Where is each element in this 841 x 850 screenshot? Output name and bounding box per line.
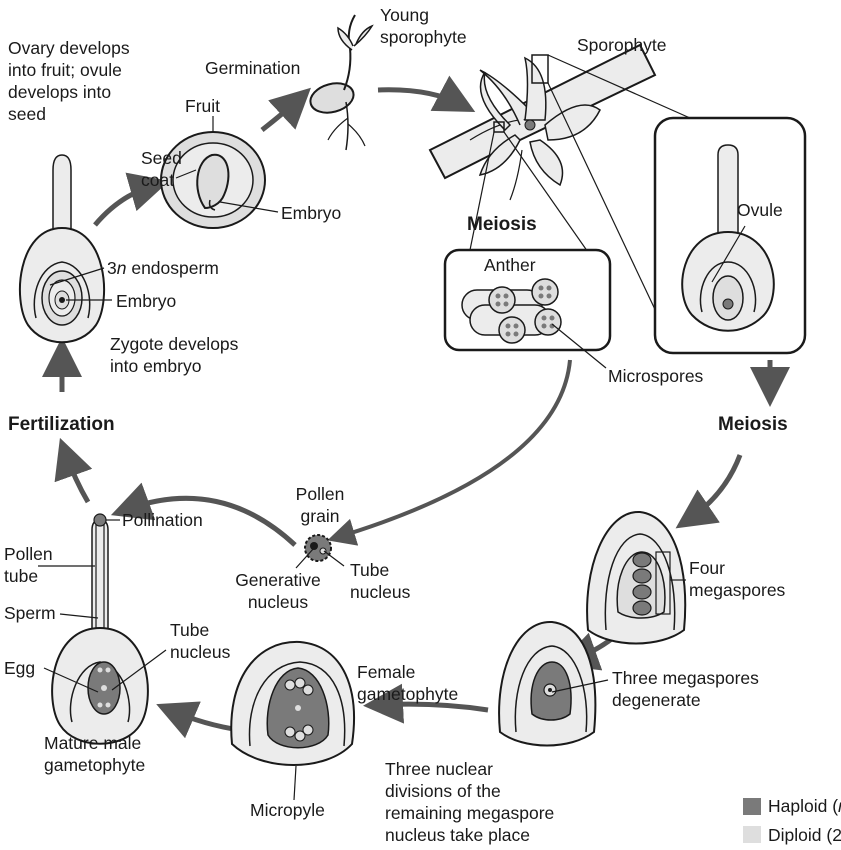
cycle-arrow-seed-to-germination — [262, 98, 300, 130]
legend-diploid-label: Diploid (2n) — [768, 825, 841, 845]
label-pollen-tube-line2: tube — [4, 566, 38, 586]
label-seed-line: Seed — [141, 148, 182, 168]
label-divisions-line4: nucleus take place — [385, 825, 530, 845]
label-sporophyte: Sporophyte — [577, 35, 667, 55]
label-mature-line1: Mature male — [44, 733, 141, 753]
label-tube2-line1: Tube — [170, 620, 209, 640]
label-tube-nucleus-line1: Tube — [350, 560, 389, 580]
leader-micropyle — [294, 766, 296, 800]
legend-diploid-swatch — [743, 826, 761, 843]
degenerate-megaspores-illustration — [499, 622, 595, 746]
female-gametophyte-illustration — [231, 642, 354, 765]
label-microspores: Microspores — [608, 366, 703, 386]
label-meiosis-top: Meiosis — [467, 215, 537, 235]
label-divisions-line1: Three nuclear — [385, 759, 493, 779]
label-pollen-line1: Pollen — [285, 484, 355, 504]
label-fertilization: Fertilization — [8, 415, 115, 435]
cycle-arrow-to-four-megaspores — [688, 455, 740, 520]
label-egg: Egg — [4, 658, 35, 678]
label-divisions-line2: divisions of the — [385, 781, 501, 801]
pollinated-ovule-illustration — [52, 514, 148, 744]
label-three-deg-line2: degenerate — [612, 690, 701, 710]
cycle-arrow-germination-to-sporophyte — [378, 90, 462, 105]
label-zygote-line2: into embryo — [110, 356, 201, 376]
label-three-deg-line1: Three megaspores — [612, 668, 759, 688]
label-meiosis-right: Meiosis — [718, 415, 788, 435]
label-coat-line: coat — [141, 170, 174, 190]
cycle-arrow-microspores-to-pollen — [335, 360, 570, 538]
young-sporophyte-illustration — [307, 15, 372, 150]
label-ovary-line4: seed — [8, 104, 46, 124]
label-generative-line2: nucleus — [228, 592, 328, 612]
label-germination: Germination — [205, 58, 300, 78]
label-embryo-ovule: Embryo — [116, 291, 176, 311]
label-pollen-tube-line1: Pollen — [4, 544, 53, 564]
label-tube2-line2: nucleus — [170, 642, 230, 662]
label-tube-nucleus-line2: nucleus — [350, 582, 410, 602]
label-four-line1: Four — [689, 558, 725, 578]
legend-haploid-swatch — [743, 798, 761, 815]
sporophyte-flower-illustration — [430, 45, 655, 200]
label-mature-line2: gametophyte — [44, 755, 145, 775]
pollen-grain-illustration — [305, 535, 331, 561]
label-fruit: Fruit — [185, 96, 220, 116]
fertilized-ovule-illustration — [20, 155, 104, 342]
label-divisions-line3: remaining megaspore — [385, 803, 554, 823]
cycle-arrow-to-fertilization — [65, 452, 88, 502]
label-ovary-line2: into fruit; ovule — [8, 60, 122, 80]
cycle-arrow-to-female-gametophyte — [378, 704, 488, 710]
label-female-line2: gametophyte — [357, 684, 458, 704]
cycle-arrow-to-mature-gametophyte — [170, 710, 240, 730]
label-female-line1: Female — [357, 662, 415, 682]
four-megaspores-illustration — [587, 512, 685, 644]
label-anther: Anther — [484, 255, 536, 275]
label-endosperm: 3n endosperm — [107, 258, 219, 278]
label-zygote-line1: Zygote develops — [110, 334, 238, 354]
label-sperm: Sperm — [4, 603, 56, 623]
label-embryo-seed: Embryo — [281, 203, 341, 223]
label-generative-line1: Generative — [228, 570, 328, 590]
cycle-arrow-ovule-to-seed — [95, 185, 155, 225]
label-young-line1: Young — [380, 5, 429, 25]
label-ovule: Ovule — [737, 200, 783, 220]
label-micropyle: Micropyle — [250, 800, 325, 820]
label-young-line2: sporophyte — [380, 27, 467, 47]
legend-haploid-label: Haploid (n) — [768, 796, 841, 816]
label-ovary-line1: Ovary develops — [8, 38, 130, 58]
label-pollen-line2: grain — [285, 506, 355, 526]
seed-illustration — [161, 132, 265, 228]
label-pollination: Pollination — [122, 510, 203, 530]
label-ovary-line3: develops into — [8, 82, 111, 102]
label-four-line2: megaspores — [689, 580, 785, 600]
